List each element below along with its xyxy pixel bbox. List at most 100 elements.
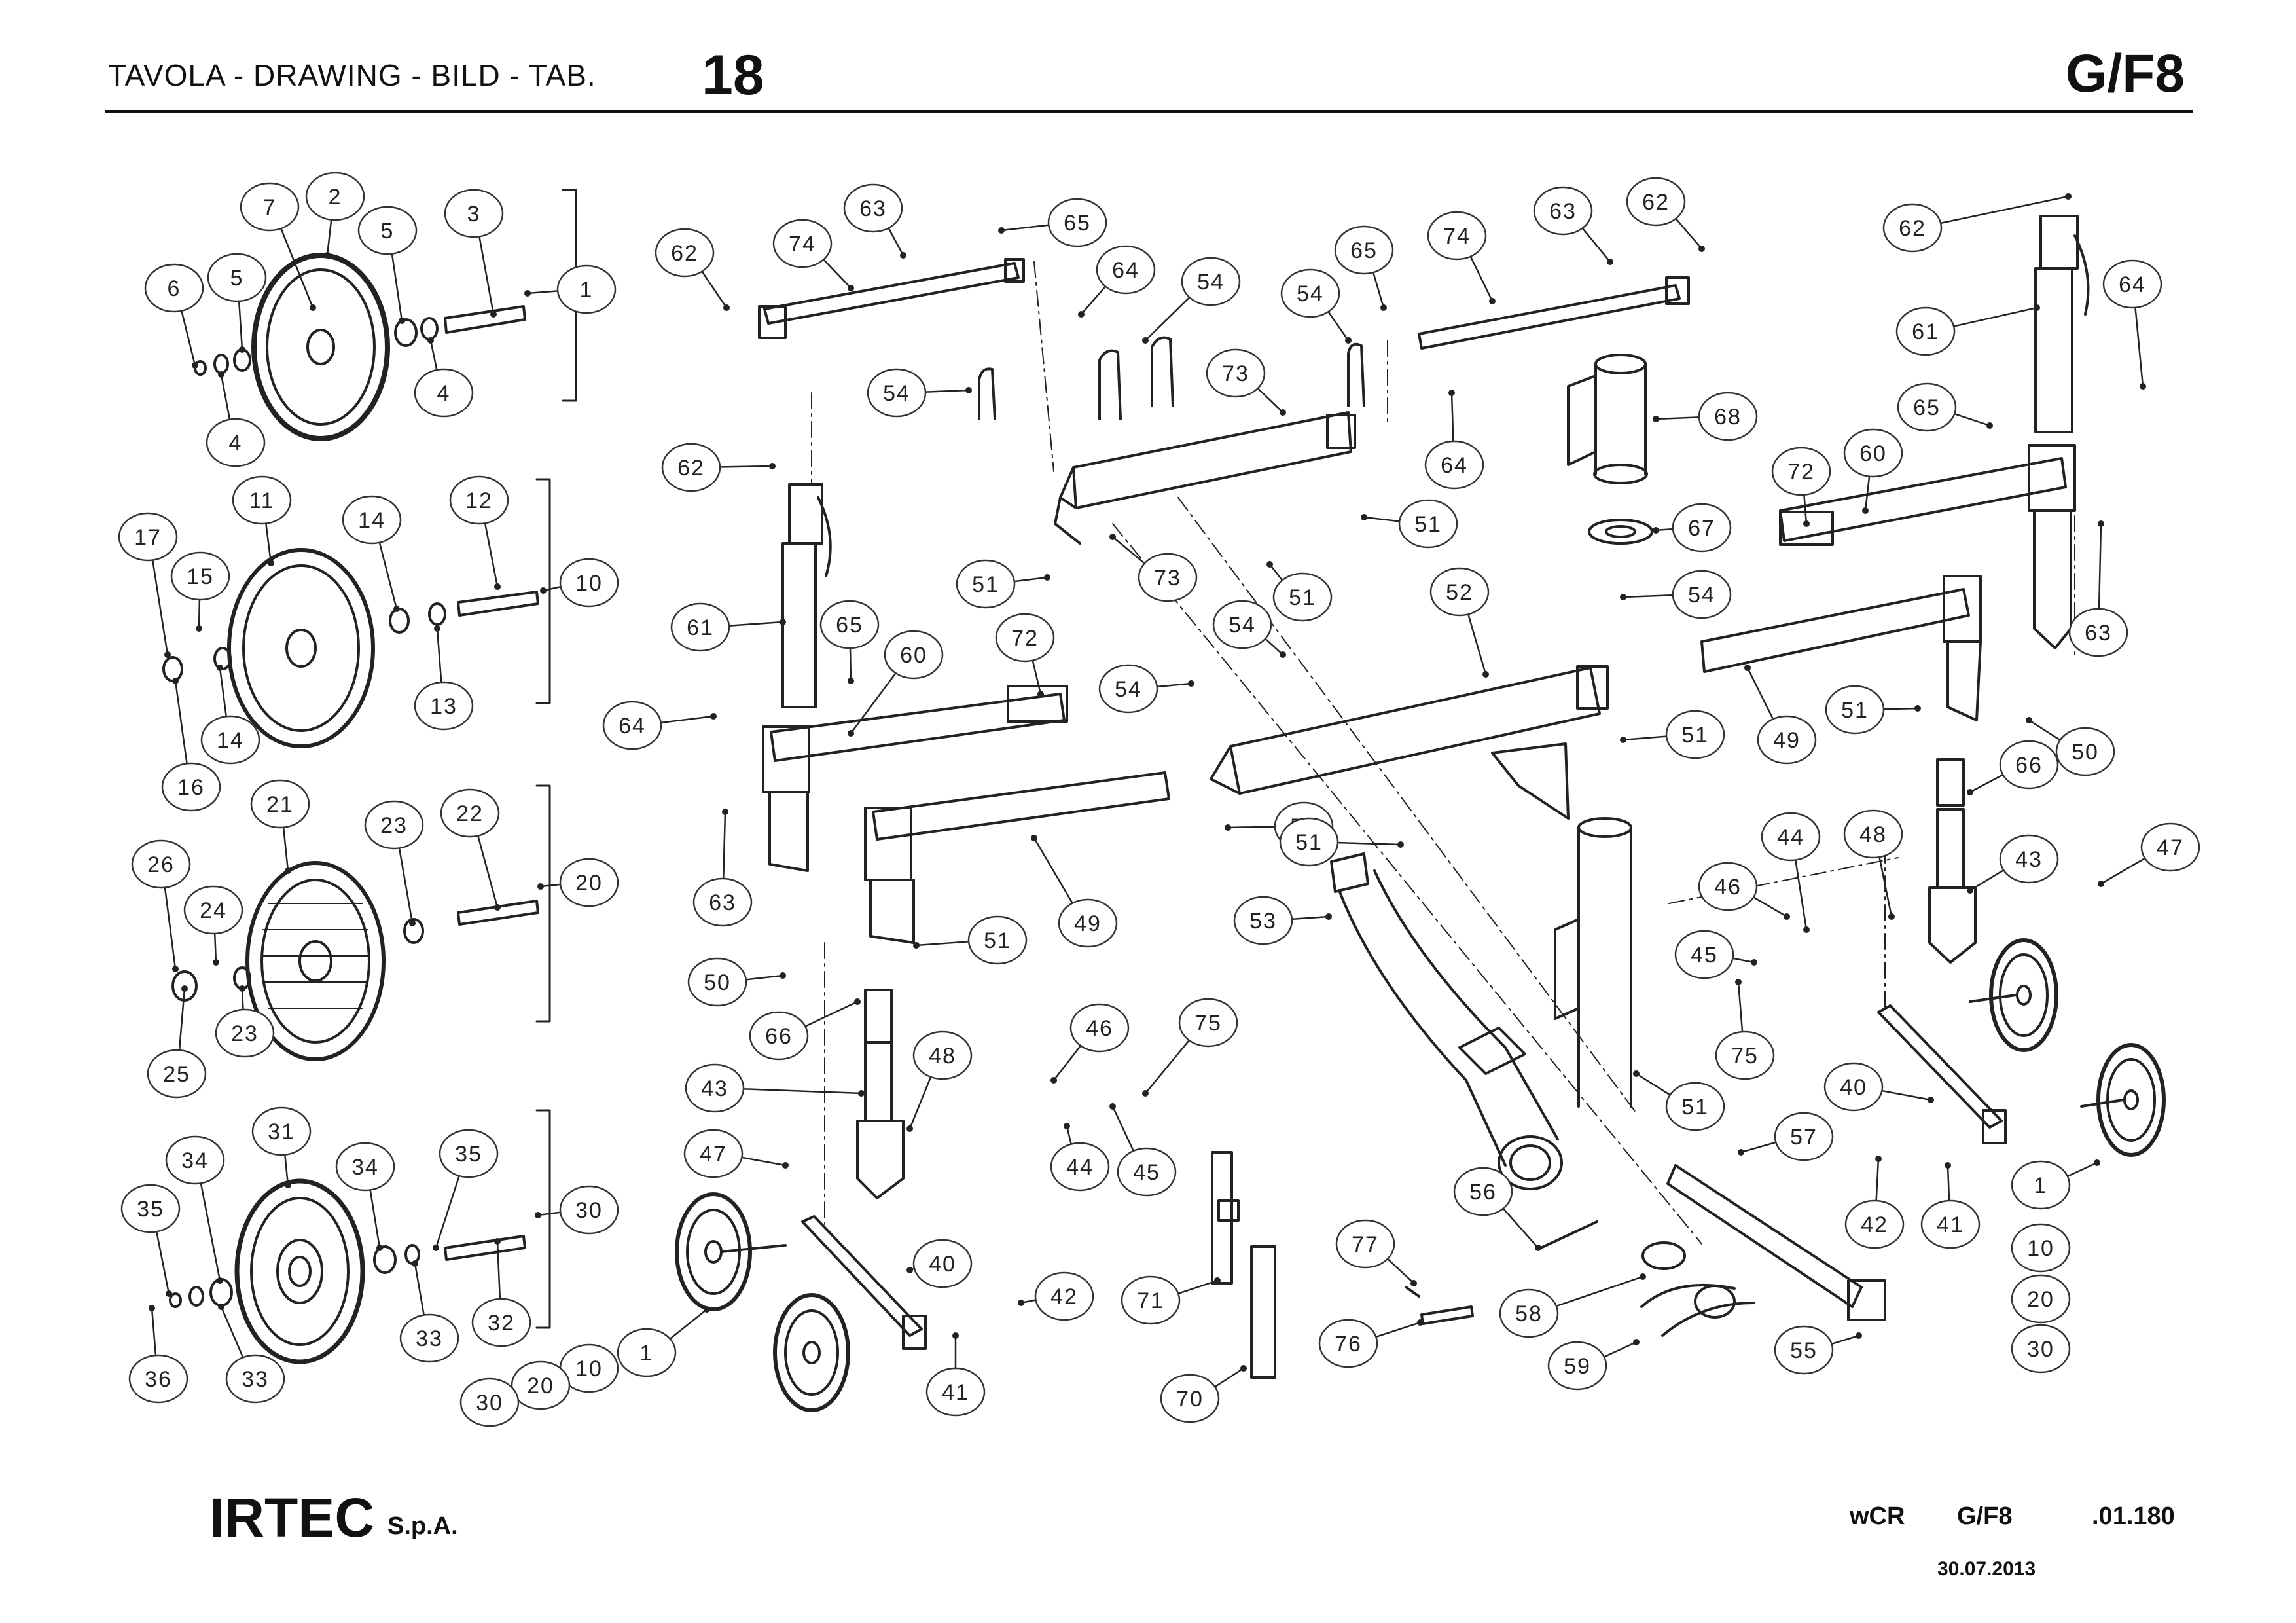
callout-circle: [439, 1129, 499, 1178]
callout-bubble: 23: [364, 800, 424, 850]
callout-bubble: 11: [232, 475, 292, 525]
leader-arrow-dot: [285, 867, 291, 874]
callout-circle: [207, 253, 267, 302]
leader-arrow-dot: [1862, 507, 1869, 514]
leader-line: [478, 235, 495, 315]
callout-label: 25: [163, 1062, 190, 1087]
right-frame-49: [1700, 575, 1982, 721]
leader-arrow-dot: [1856, 1332, 1862, 1339]
leader-line: [1674, 217, 1702, 249]
leader-arrow-dot: [723, 304, 730, 311]
callout-bubble: 51: [1279, 817, 1339, 867]
callout-label: 60: [1859, 441, 1887, 466]
footer-date: 30.07.2013: [1937, 1558, 2036, 1580]
callout-label: 17: [134, 525, 162, 550]
callout-circle: [183, 885, 243, 935]
callout-label: 26: [147, 852, 175, 877]
callout-label: 11: [249, 488, 274, 513]
leader-line: [2098, 523, 2102, 611]
leader-arrow-dot: [1698, 246, 1705, 252]
callout-bubble: 54: [867, 368, 927, 418]
callout-circle: [685, 1063, 745, 1113]
leader-line: [198, 598, 201, 629]
leader-line: [1256, 386, 1283, 413]
callout-bubble: 51: [1665, 710, 1725, 759]
leader-arrow-dot: [213, 959, 219, 966]
callout-bubble: 63: [692, 877, 753, 927]
callout-circle: [232, 475, 292, 525]
leader-line: [200, 1182, 221, 1281]
callout-bubble: 33: [225, 1354, 285, 1404]
callout-label: 7: [263, 195, 277, 220]
callout-label: 43: [701, 1076, 728, 1101]
leader-line: [1033, 837, 1074, 905]
leader-line: [1636, 1072, 1672, 1097]
callout-bubble: 65: [1047, 198, 1107, 247]
callout-circle: [1698, 392, 1758, 441]
leader-arrow-dot: [1448, 390, 1455, 396]
callout-bubble: 20: [559, 858, 619, 907]
callout-circle: [459, 1377, 520, 1427]
callout-circle: [2011, 1274, 2071, 1324]
callout-label: 35: [137, 1197, 164, 1222]
callout-circle: [128, 1354, 188, 1404]
leader-arrow-dot: [218, 1304, 224, 1310]
leader-line: [178, 988, 186, 1052]
leader-arrow-dot: [433, 1245, 439, 1251]
leader-line: [484, 522, 499, 587]
callout-label: 34: [351, 1155, 379, 1180]
callout-bubble: 15: [170, 551, 230, 601]
leader-arrow-dot: [1050, 1077, 1057, 1084]
callout-bubble: 60: [884, 630, 944, 680]
leader-arrow-dot: [1031, 835, 1037, 841]
callout-label: 10: [2027, 1236, 2054, 1261]
leader-line: [1952, 306, 2037, 328]
leader-arrow-dot: [998, 227, 1005, 234]
leader-line: [436, 628, 442, 684]
callout-label: 20: [2027, 1287, 2054, 1312]
leader-line: [700, 270, 728, 308]
callout-label: 33: [416, 1326, 443, 1351]
leader-line: [1001, 224, 1050, 232]
callout-bubble: 64: [1096, 245, 1156, 295]
callout-circle: [912, 1030, 973, 1080]
callout-bubble: 2: [305, 172, 365, 221]
leader-arrow-dot: [1417, 1319, 1424, 1326]
diagram-artwork: [162, 189, 2166, 1412]
leader-line: [1882, 707, 1918, 710]
leader-arrow-dot: [434, 625, 440, 632]
callout-label: 59: [1564, 1354, 1591, 1379]
leader-line: [2028, 719, 2062, 742]
leader-line: [1467, 613, 1487, 675]
footer-ref-2: G/F8: [1957, 1503, 2013, 1530]
leader-line: [1145, 1038, 1191, 1094]
leader-arrow-dot: [1735, 979, 1742, 985]
leader-line: [924, 389, 969, 393]
cross-bar-73: [1054, 411, 1356, 545]
callout-circle: [1672, 570, 1732, 619]
callout-circle: [1453, 1167, 1513, 1216]
leader-line: [1746, 667, 1775, 721]
callout-circle: [471, 1298, 531, 1347]
leader-arrow-dot: [166, 1290, 172, 1297]
callout-label: 2: [329, 185, 342, 210]
callout-label: 76: [1335, 1332, 1362, 1357]
callout-label: 30: [2027, 1337, 2054, 1362]
callout-circle: [1674, 930, 1734, 979]
leader-arrow-dot: [149, 1305, 155, 1311]
main-beam-52: [1210, 665, 1609, 795]
callout-bubble: 10: [559, 558, 619, 608]
callout-label: 65: [1350, 238, 1378, 263]
callout-label: 55: [1790, 1338, 1818, 1363]
leader-line: [1374, 1321, 1421, 1338]
leader-arrow-dot: [1397, 841, 1404, 848]
leader-arrow-dot: [181, 985, 188, 992]
left-frame-49: [864, 771, 1170, 944]
callout-label: 54: [1229, 613, 1256, 638]
leader-arrow-dot: [1044, 574, 1050, 581]
callout-bubble: 62: [655, 228, 715, 278]
callout-circle: [692, 877, 753, 927]
leader-line: [1623, 594, 1675, 598]
leader-arrow-dot: [2065, 193, 2072, 200]
